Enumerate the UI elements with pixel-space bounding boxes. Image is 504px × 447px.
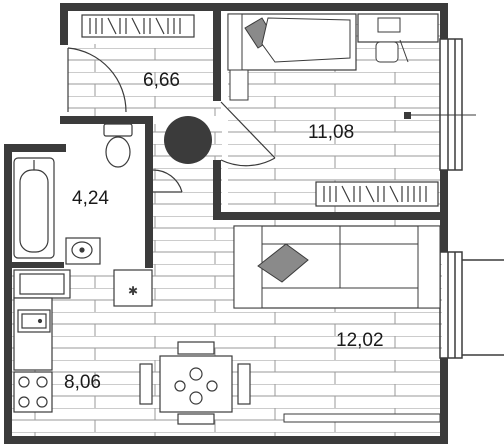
kitchen-sink-icon xyxy=(17,309,51,333)
window-sill-bottom xyxy=(283,413,441,423)
area-bedroom: 11,08 xyxy=(308,122,354,143)
bathtub-icon xyxy=(13,157,55,259)
stove-icon xyxy=(13,371,53,413)
window-living xyxy=(439,251,463,359)
dining-table-icon xyxy=(139,341,251,425)
bed-icon xyxy=(227,13,357,101)
window-right-edge xyxy=(462,259,504,356)
door-entrance xyxy=(67,47,127,113)
toilet-icon xyxy=(103,123,133,168)
desk-icon xyxy=(357,13,439,63)
area-kitchen: 8,06 xyxy=(64,372,101,393)
area-hall: 6,66 xyxy=(143,70,180,91)
walls xyxy=(4,3,448,444)
sink-icon xyxy=(65,237,101,265)
door-bathroom xyxy=(151,169,183,193)
area-bathroom: 4,24 xyxy=(72,188,109,209)
column xyxy=(164,116,212,164)
svg-text:✱: ✱ xyxy=(128,284,138,298)
window-marker xyxy=(404,112,476,119)
washing-machine-icon: ✱ xyxy=(113,269,153,307)
area-living-room: 12,02 xyxy=(336,330,384,351)
radiator-icon xyxy=(315,181,439,207)
sofa-icon xyxy=(233,225,441,309)
window-bedroom xyxy=(439,38,463,171)
door-bedroom xyxy=(220,101,276,167)
kitchen-counter xyxy=(13,269,71,371)
radiator-icon xyxy=(81,14,195,38)
